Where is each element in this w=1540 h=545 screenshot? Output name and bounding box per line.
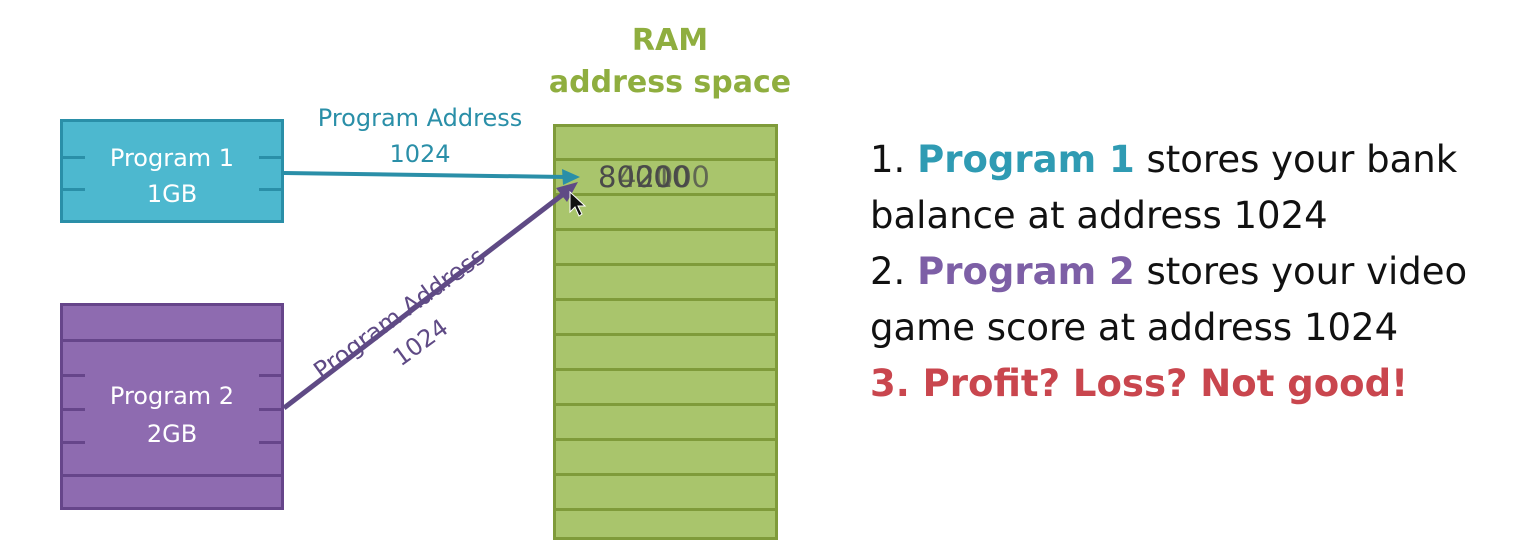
program1-tick — [259, 188, 281, 191]
arrow-program2-head — [556, 182, 578, 202]
arrow1-label-line1: Program Address — [317, 104, 523, 132]
ram-value-b: 4200 — [618, 160, 692, 194]
list-item-2-highlight: Program 2 — [917, 250, 1135, 293]
ram-value-a: 80000 — [598, 160, 691, 194]
ram-row-divider — [556, 158, 775, 161]
list-item-1: 1. Program 1 stores your bank — [870, 132, 1510, 188]
list-item-3: 3. Profit? Loss? Not good! — [870, 362, 1408, 405]
program1-tick — [63, 156, 85, 159]
program2-tick — [63, 441, 85, 444]
program2-tick — [259, 374, 281, 377]
program1-tick — [63, 188, 85, 191]
explanation-list: 1. Program 1 stores your bank balance at… — [870, 132, 1510, 412]
ram-row-divider — [556, 298, 775, 301]
ram-row-divider — [556, 403, 775, 406]
list-item-2-rest: stores your video — [1134, 250, 1468, 293]
ram-column — [553, 124, 778, 540]
program1-size: 1GB — [146, 180, 198, 208]
program2-tick — [63, 408, 85, 411]
program1-block: Program 1 1GB — [60, 119, 284, 223]
ram-title: RAM address space — [540, 20, 800, 104]
program2-tick — [63, 374, 85, 377]
ram-row-divider — [556, 263, 775, 266]
program2-tick — [259, 441, 281, 444]
ram-row-divider — [556, 368, 775, 371]
program2-tick — [259, 408, 281, 411]
ram-title-line2: address space — [548, 65, 792, 100]
arrow1-label-line2: 1024 — [389, 140, 451, 168]
ram-row-divider — [556, 438, 775, 441]
arrow1-label: Program Address 1024 — [300, 100, 540, 172]
list-item-1-highlight: Program 1 — [917, 138, 1135, 181]
arrow-program1-head — [562, 169, 580, 185]
program1-tick — [259, 156, 281, 159]
list-item-1-prefix: 1. — [870, 138, 918, 181]
list-item-1-line2: balance at address 1024 — [870, 194, 1328, 237]
program1-name: Program 1 — [109, 144, 235, 172]
ram-row-divider — [556, 473, 775, 476]
arrow-program2-line — [282, 190, 568, 410]
list-item-2: 2. Program 2 stores your video — [870, 244, 1510, 300]
program2-size: 2GB — [146, 420, 198, 448]
arrow-program1-line — [283, 171, 567, 179]
program2-divider — [63, 474, 281, 477]
ram-value-c: 2100 — [636, 160, 710, 194]
list-item-2-line2: game score at address 1024 — [870, 306, 1399, 349]
program2-block: Program 2 2GB — [60, 303, 284, 510]
ram-title-line1: RAM — [631, 23, 709, 58]
ram-row-divider — [556, 333, 775, 336]
ram-row-divider — [556, 228, 775, 231]
ram-row-divider — [556, 508, 775, 511]
program2-divider — [63, 339, 281, 342]
program2-name: Program 2 — [109, 382, 235, 410]
list-item-2-prefix: 2. — [870, 250, 918, 293]
ram-row-divider — [556, 193, 775, 196]
mouse-cursor-icon — [569, 190, 587, 217]
list-item-1-rest: stores your bank — [1134, 138, 1458, 181]
